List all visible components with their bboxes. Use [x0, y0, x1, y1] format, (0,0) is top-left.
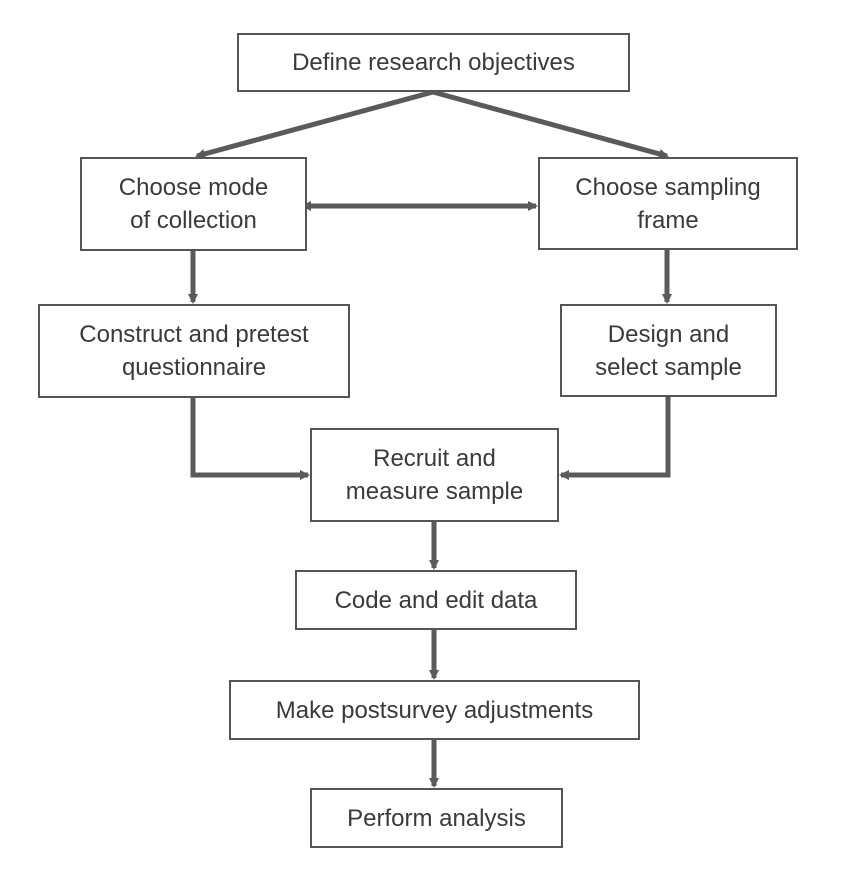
node-code-edit-data: Code and edit data	[295, 570, 577, 630]
node-construct-questionnaire: Construct and pretest questionnaire	[38, 304, 350, 398]
node-label: Recruit and measure sample	[345, 445, 524, 505]
node-perform-analysis: Perform analysis	[310, 788, 563, 848]
node-define-research-objectives: Define research objectives	[237, 33, 630, 92]
node-recruit-measure-sample: Recruit and measure sample	[310, 428, 559, 522]
node-design-select-sample: Design and select sample	[560, 304, 777, 397]
arrow-construct-to-recruit	[190, 398, 310, 480]
node-choose-mode-of-collection: Choose mode of collection	[80, 157, 307, 251]
node-choose-sampling-frame: Choose sampling frame	[538, 157, 798, 250]
node-label: Code and edit data	[334, 586, 538, 614]
arrow-define-to-frame	[432, 89, 669, 159]
node-label: Define research objectives	[292, 49, 575, 76]
arrow-define-to-mode	[195, 89, 434, 159]
node-label: Choose sampling frame	[575, 173, 761, 234]
arrow-design-to-recruit	[559, 397, 671, 480]
node-label: Construct and pretest questionnaire	[79, 321, 309, 381]
node-label: Perform analysis	[347, 804, 526, 832]
node-label: Design and select sample	[595, 320, 742, 381]
node-label: Make postsurvey adjustments	[275, 696, 594, 724]
node-label: Choose mode of collection	[118, 174, 269, 234]
node-postsurvey-adjustments: Make postsurvey adjustments	[229, 680, 640, 740]
